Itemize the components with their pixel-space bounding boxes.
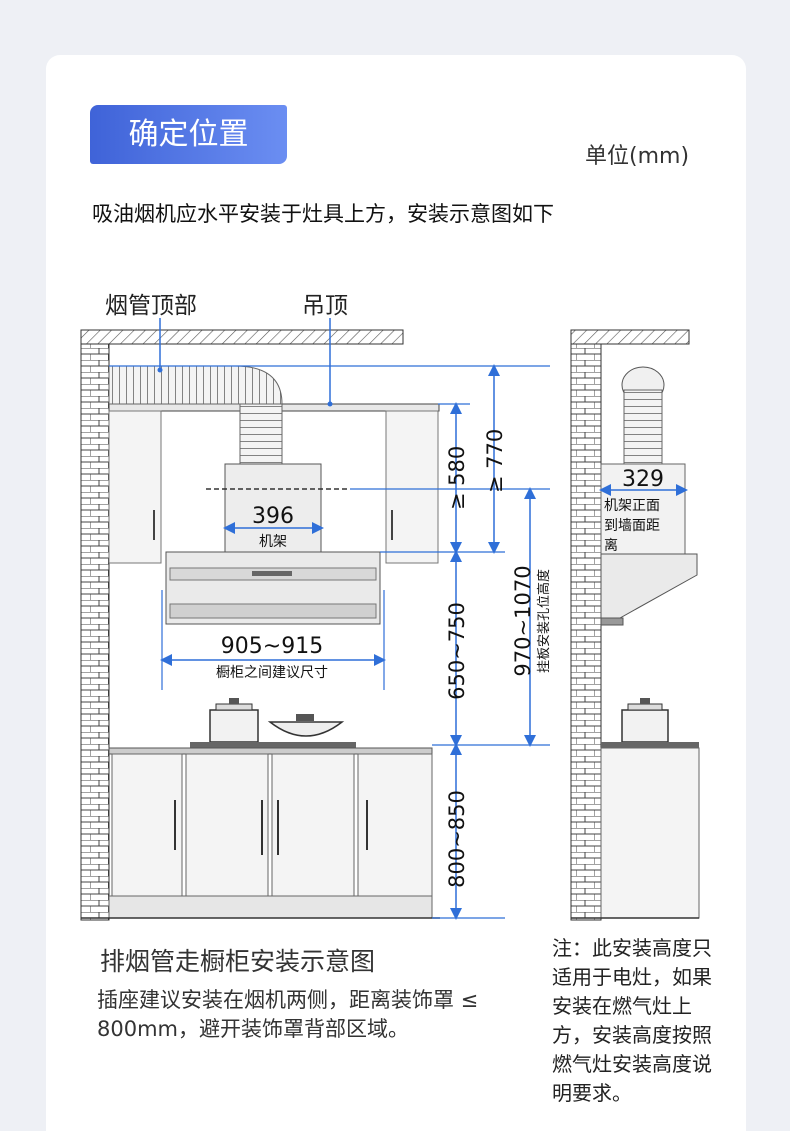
section-title: 确定位置 — [90, 105, 287, 164]
dim-frame-width: 396 — [252, 504, 294, 529]
wok — [267, 721, 345, 737]
base-cabinet-mid-right — [271, 753, 355, 897]
right-hood-frame — [600, 463, 686, 555]
cooktop — [190, 742, 356, 748]
upper-cabinet-right — [385, 410, 439, 564]
dim-cabinet-gap: 905~915 — [221, 634, 323, 659]
right-duct-vertical — [623, 389, 663, 465]
base-cabinet-counter — [108, 747, 433, 755]
right-ceiling-slab — [570, 329, 690, 345]
ceiling-slab — [80, 329, 404, 345]
label-ceiling: 吊顶 — [302, 293, 348, 319]
dim-580: ≥ 580 — [445, 446, 469, 510]
right-base-cabinet — [600, 747, 700, 919]
right-cooktop — [601, 742, 699, 748]
caption-sub: 插座建议安装在烟机两侧，距离装饰罩 ≤ 800mm，避开装饰罩背部区域。 — [97, 988, 479, 1041]
base-cabinet-mid-left — [185, 753, 269, 897]
right-hood-body — [600, 553, 698, 619]
exhaust-duct-vertical — [239, 403, 283, 465]
unit-label: 单位(mm) — [585, 144, 690, 169]
label-cabinet-gap-note: 橱柜之间建议尺寸 — [216, 665, 328, 681]
intro-text: 吸油烟机应水平安装于灶具上方，安装示意图如下 — [92, 202, 554, 226]
upper-cabinet-left — [108, 410, 162, 564]
pot-left — [209, 709, 259, 743]
caption-main: 排烟管走橱柜安装示意图 — [100, 947, 376, 976]
hood-frame — [224, 463, 322, 553]
left-brick-wall — [80, 329, 110, 921]
exhaust-duct-horizontal — [108, 365, 250, 405]
right-pot — [621, 709, 669, 743]
dim-329-note: 机架正面 到墙面距 离 — [604, 498, 664, 554]
dim-970-1070: 970~1070 — [511, 565, 535, 676]
dim-770: ≥ 770 — [483, 429, 507, 493]
right-brick-wall — [570, 329, 602, 921]
base-cabinet-left — [111, 753, 183, 897]
dim-970-1070-note: 挂板安装孔位高度 — [536, 569, 552, 673]
dim-329: 329 — [622, 467, 664, 492]
dim-650-750: 650~750 — [445, 602, 469, 700]
base-cabinet-right — [357, 753, 433, 897]
dim-800-850: 800~850 — [445, 790, 469, 888]
installation-note: 注：此安装高度只适用于电灶，如果安装在燃气灶上方，安装高度按照燃气灶安装高度说明… — [552, 936, 712, 1105]
label-frame: 机架 — [259, 534, 287, 550]
label-duct-top: 烟管顶部 — [105, 293, 197, 319]
